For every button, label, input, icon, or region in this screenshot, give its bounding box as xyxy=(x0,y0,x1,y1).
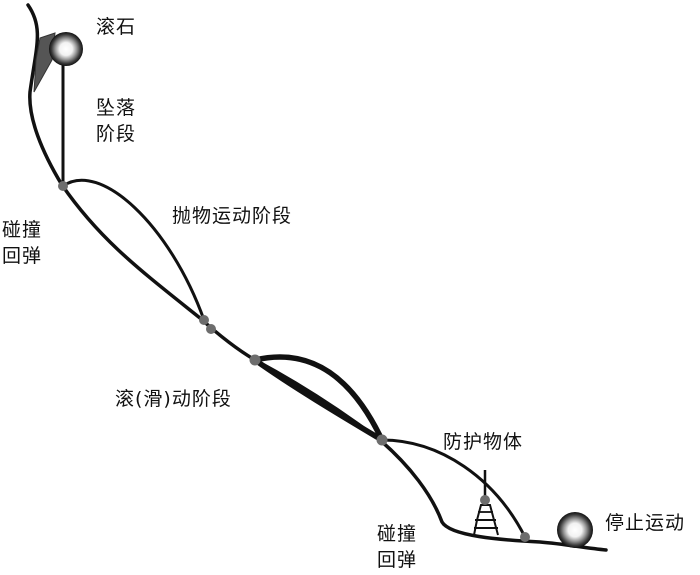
rockfall-ball-start xyxy=(49,32,83,66)
label-collision-rebound-left-line1: 碰撞 xyxy=(2,219,43,241)
rolling-trajectory xyxy=(254,354,385,442)
impact-node-1 xyxy=(58,181,68,191)
label-fall-stage-line2: 阶段 xyxy=(96,123,137,145)
deflection-trajectory xyxy=(381,438,527,538)
impact-node-4 xyxy=(249,354,261,366)
rolling-trajectory-lower xyxy=(253,357,384,443)
projectile-trajectory xyxy=(62,178,206,321)
label-rolling-stage: 滚(滑)动阶段 xyxy=(115,388,232,410)
label-projectile-stage: 抛物运动阶段 xyxy=(172,205,293,227)
label-fall-stage-line1: 坠落 xyxy=(96,97,137,119)
impact-node-5 xyxy=(376,434,388,446)
label-collision-rebound-bottom-line1: 碰撞 xyxy=(377,523,418,545)
impact-node-2 xyxy=(199,315,209,325)
impact-node-3 xyxy=(206,324,216,334)
label-stop-motion: 停止运动 xyxy=(605,512,686,534)
label-rockfall: 滚石 xyxy=(96,16,137,38)
impact-node-6 xyxy=(480,495,490,505)
impact-node-7 xyxy=(520,532,530,542)
label-protective-object: 防护物体 xyxy=(443,431,524,453)
slope-profile xyxy=(26,3,608,552)
rockfall-ball-stopped xyxy=(557,512,593,548)
label-collision-rebound-left-line2: 回弹 xyxy=(2,245,43,267)
label-collision-rebound-bottom-line2: 回弹 xyxy=(377,549,418,571)
